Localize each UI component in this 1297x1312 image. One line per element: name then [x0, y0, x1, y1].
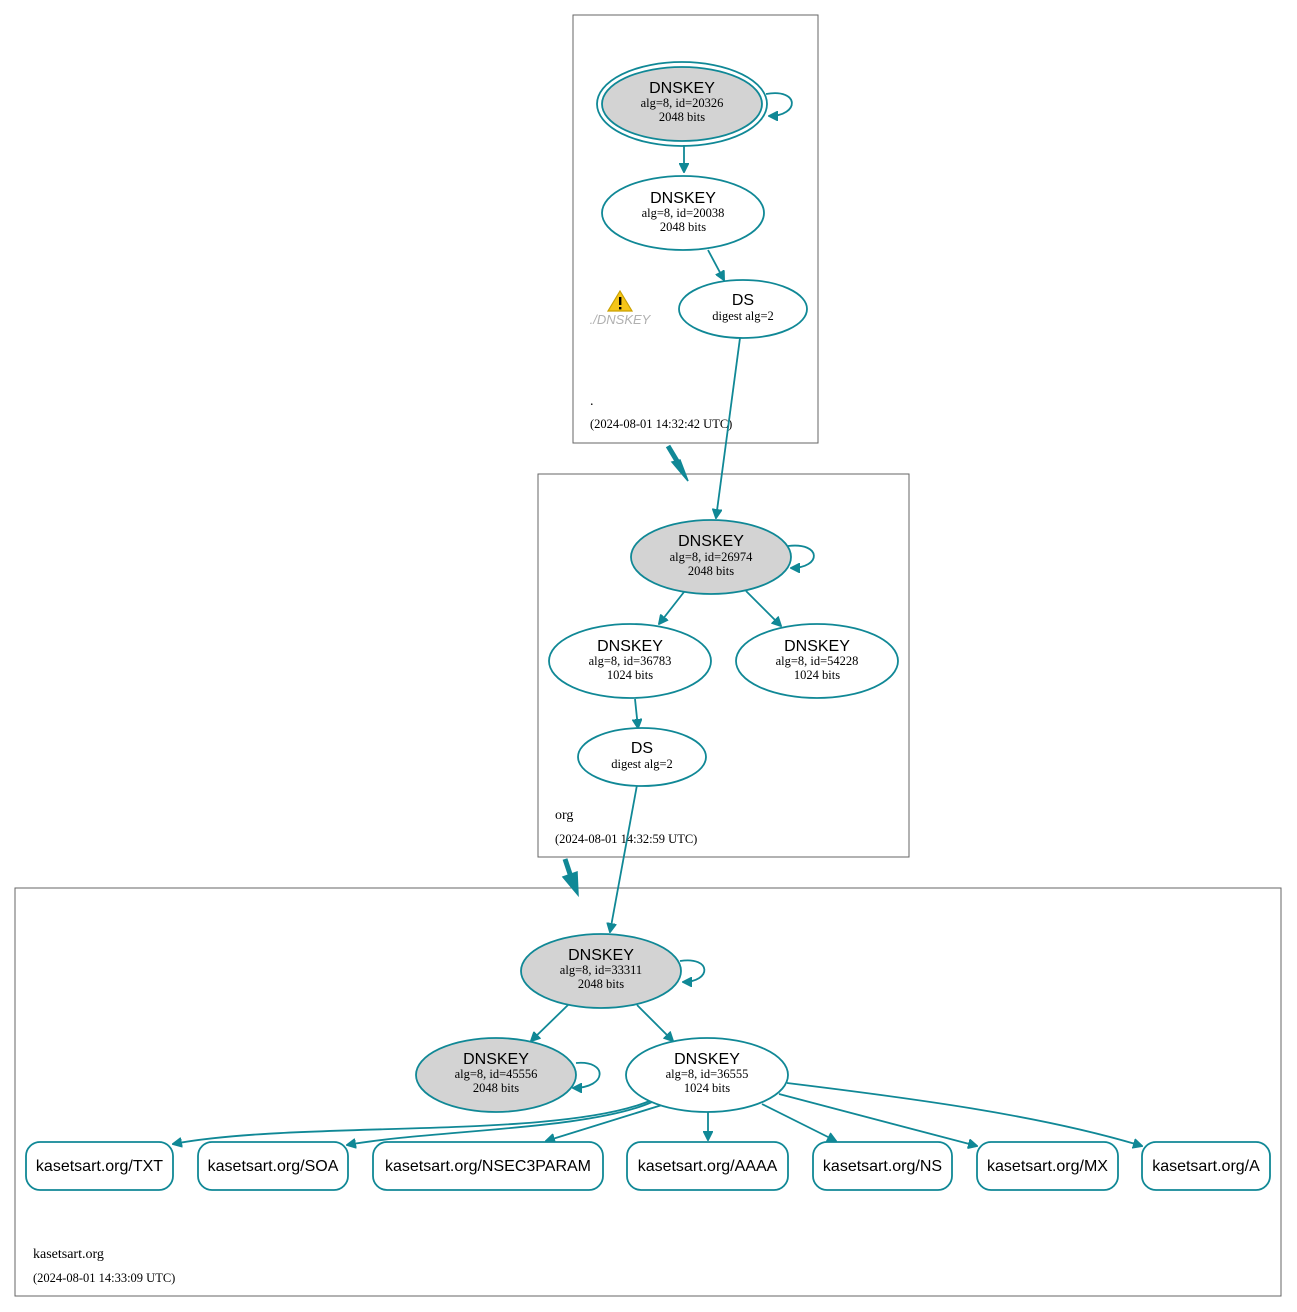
edge-org-ksk-zsk1 [659, 591, 685, 624]
rrset-soa-label: kasetsart.org/SOA [208, 1158, 339, 1175]
org-ds-type: DS [631, 740, 653, 757]
org-ksk-detail: alg=8, id=26974 [670, 550, 754, 564]
rrset-aaaa[interactable]: kasetsart.org/AAAA [626, 1141, 789, 1191]
edge-ks-ksk-zsk [636, 1004, 673, 1041]
kasetsart-ksk-type: DNSKEY [568, 947, 634, 964]
rrset-ns[interactable]: kasetsart.org/NS [812, 1141, 953, 1191]
zone-kasetsart [14, 887, 1282, 1297]
edge-org-zsk1-ds [635, 698, 638, 728]
edge-org-ds-ks-ksk [610, 784, 638, 932]
org-zsk2-size: 1024 bits [794, 668, 840, 682]
rrset-mx[interactable]: kasetsart.org/MX [976, 1141, 1119, 1191]
kasetsart-key2-type: DNSKEY [463, 1051, 529, 1068]
kasetsart-key2-size: 2048 bits [473, 1081, 519, 1095]
root-ksk-size: 2048 bits [659, 110, 705, 124]
rrset-mx-label: kasetsart.org/MX [987, 1158, 1108, 1175]
zone-kasetsart-name: kasetsart.org [33, 1247, 104, 1262]
org-ksk-size: 2048 bits [688, 564, 734, 578]
edge-org-ksk-self [787, 544, 815, 568]
kasetsart-key2-node[interactable]: DNSKEY alg=8, id=45556 2048 bits [415, 1037, 577, 1113]
root-zsk-size: 2048 bits [660, 220, 706, 234]
zone-root [572, 14, 819, 444]
zone-org [537, 473, 910, 858]
delegation-arrowhead-org-kasetsart [561, 870, 579, 898]
edge-zsk-nsec3param [546, 1104, 663, 1141]
kasetsart-ksk-detail: alg=8, id=33311 [560, 963, 642, 977]
zone-kasetsart-timestamp: (2024-08-01 14:33:09 UTC) [33, 1271, 175, 1285]
org-ds-detail: digest alg=2 [611, 757, 673, 771]
rrset-aaaa-label: kasetsart.org/AAAA [638, 1158, 778, 1175]
root-ds-detail: digest alg=2 [712, 309, 774, 323]
warning-node[interactable]: ./DNSKEY [590, 289, 652, 327]
kasetsart-zsk-detail: alg=8, id=36555 [666, 1067, 749, 1081]
edge-root-ds-org-ksk [716, 337, 741, 518]
zone-root-timestamp: (2024-08-01 14:32:42 UTC) [590, 417, 732, 431]
warning-label: ./DNSKEY [590, 312, 652, 327]
edge-zsk-txt [173, 1099, 653, 1144]
delegation-arrowhead-root-org [670, 459, 689, 482]
edge-org-ksk-zsk2 [745, 590, 781, 626]
org-zsk2-detail: alg=8, id=54228 [776, 654, 859, 668]
org-zsk1-node[interactable]: DNSKEY alg=8, id=36783 1024 bits [548, 623, 712, 699]
org-zsk1-type: DNSKEY [597, 638, 663, 655]
org-ksk-type: DNSKEY [678, 533, 744, 550]
rrset-txt[interactable]: kasetsart.org/TXT [25, 1141, 174, 1191]
rrset-nsec3param-label: kasetsart.org/NSEC3PARAM [385, 1158, 591, 1175]
rrset-ns-label: kasetsart.org/NS [823, 1158, 942, 1175]
root-zsk-type: DNSKEY [650, 190, 716, 207]
root-ksk-node[interactable]: DNSKEY alg=8, id=20326 2048 bits [596, 61, 768, 147]
root-zsk-detail: alg=8, id=20038 [642, 206, 725, 220]
org-zsk2-node[interactable]: DNSKEY alg=8, id=54228 1024 bits [735, 623, 899, 699]
org-zsk1-size: 1024 bits [607, 668, 653, 682]
org-zsk1-detail: alg=8, id=36783 [589, 654, 672, 668]
root-ds-node[interactable]: DS digest alg=2 [678, 279, 808, 339]
org-ksk-node[interactable]: DNSKEY alg=8, id=26974 2048 bits [630, 519, 792, 595]
warning-icon [606, 289, 634, 312]
edge-ks-ksk-key2 [531, 1004, 569, 1041]
kasetsart-key2-detail: alg=8, id=45556 [455, 1067, 538, 1081]
edge-zsk-mx [778, 1093, 977, 1146]
edge-ks-key2-self [573, 1062, 601, 1088]
rrset-a-label: kasetsart.org/A [1152, 1158, 1260, 1175]
edge-root-ksk-self [765, 92, 793, 116]
zone-org-name: org [555, 808, 573, 823]
zone-root-name: . [590, 394, 594, 409]
kasetsart-zsk-type: DNSKEY [674, 1051, 740, 1068]
rrset-nsec3param[interactable]: kasetsart.org/NSEC3PARAM [372, 1141, 604, 1191]
org-zsk2-type: DNSKEY [784, 638, 850, 655]
rrset-txt-label: kasetsart.org/TXT [36, 1158, 163, 1175]
kasetsart-zsk-node[interactable]: DNSKEY alg=8, id=36555 1024 bits [625, 1037, 789, 1113]
edge-ks-ksk-self [679, 959, 706, 982]
root-ksk-detail: alg=8, id=20326 [641, 96, 724, 110]
edge-zsk-a [786, 1082, 1142, 1146]
kasetsart-ksk-size: 2048 bits [578, 977, 624, 991]
rrset-soa[interactable]: kasetsart.org/SOA [197, 1141, 349, 1191]
root-ds-type: DS [732, 292, 754, 309]
root-zsk-node[interactable]: DNSKEY alg=8, id=20038 2048 bits [601, 175, 765, 251]
root-ksk-type: DNSKEY [649, 80, 715, 97]
kasetsart-zsk-size: 1024 bits [684, 1081, 730, 1095]
edge-root-zsk-ds [707, 249, 724, 280]
edge-zsk-ns [761, 1103, 836, 1141]
rrset-a[interactable]: kasetsart.org/A [1141, 1141, 1271, 1191]
edge-zsk-soa [347, 1101, 653, 1145]
org-ds-node[interactable]: DS digest alg=2 [577, 727, 707, 787]
kasetsart-ksk-node[interactable]: DNSKEY alg=8, id=33311 2048 bits [520, 933, 682, 1009]
